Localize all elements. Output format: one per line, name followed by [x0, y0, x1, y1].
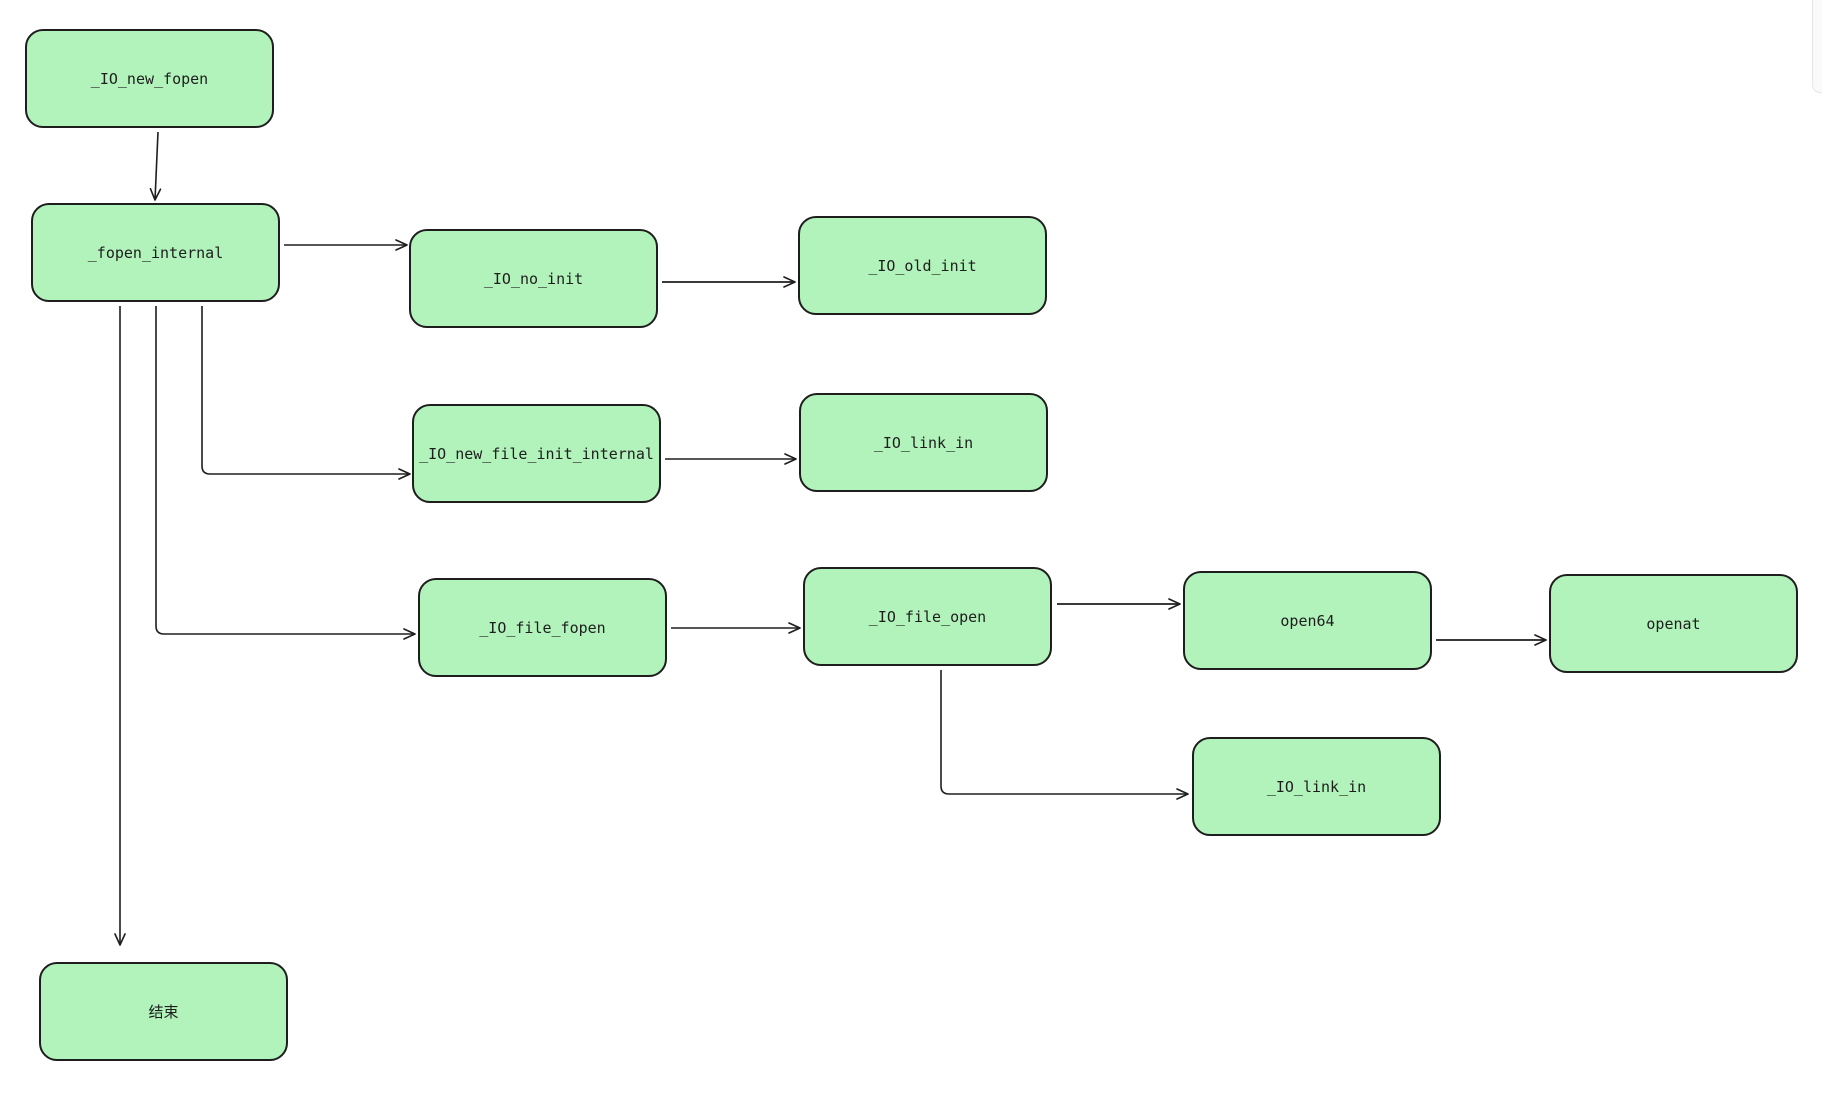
- node-fopen-internal[interactable]: _fopen_internal: [31, 203, 280, 302]
- node-io-file-fopen[interactable]: _IO_file_fopen: [418, 578, 667, 677]
- edge-fopen-internal-to-io-file-fopen: [155, 306, 416, 640]
- node-io-file-open[interactable]: _IO_file_open: [803, 567, 1052, 666]
- node-io-new-file-init-internal[interactable]: _IO_new_file_init_internal: [412, 404, 661, 503]
- node-io-new-fopen[interactable]: _IO_new_fopen: [25, 29, 274, 128]
- node-end[interactable]: 结束: [39, 962, 288, 1061]
- edge-fopen-internal-to-io-new-file-init-internal: [201, 306, 411, 480]
- edge-io-new-fopen-to-fopen-internal: [149, 131, 162, 201]
- node-io-old-init[interactable]: _IO_old_init: [798, 216, 1047, 315]
- node-openat[interactable]: openat: [1549, 574, 1798, 673]
- canvas-scroll-edge[interactable]: [1812, 0, 1822, 93]
- edge-io-file-open-to-io-link-in: [940, 670, 1189, 800]
- node-io-link-in-lower[interactable]: _IO_link_in: [1192, 737, 1441, 836]
- node-open64[interactable]: open64: [1183, 571, 1432, 670]
- node-io-link-in-upper[interactable]: _IO_link_in: [799, 393, 1048, 492]
- node-io-no-init[interactable]: _IO_no_init: [409, 229, 658, 328]
